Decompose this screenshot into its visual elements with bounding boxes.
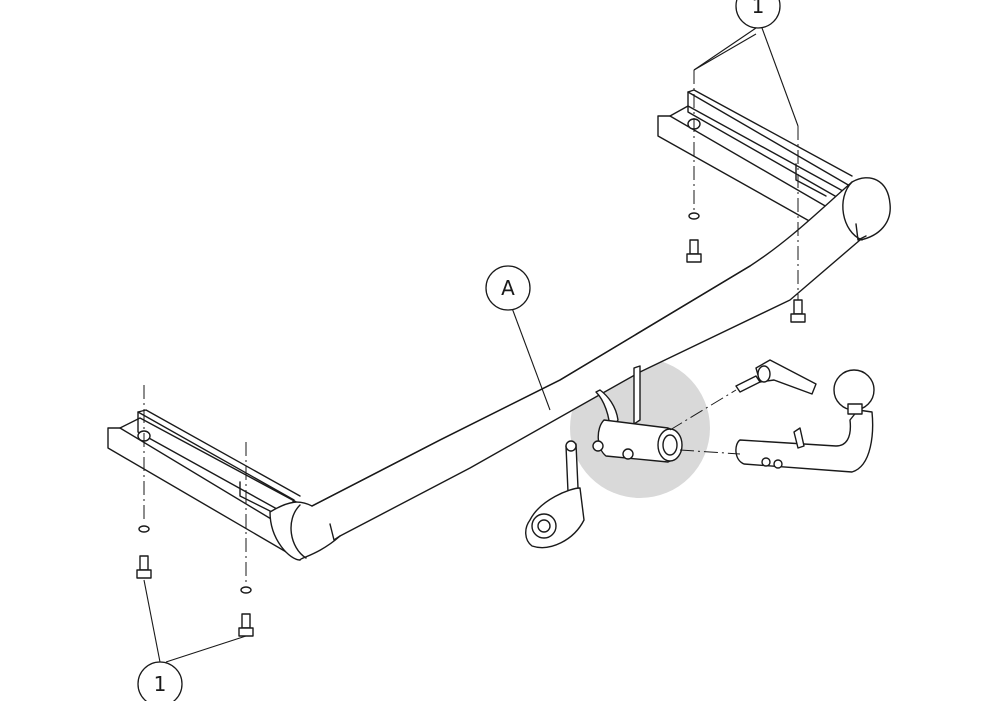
callout-label: 1 — [752, 0, 765, 18]
callout-fastener-bottom: 1 — [137, 661, 183, 701]
locking-pin-handle — [735, 359, 817, 395]
receiver-assembly — [565, 365, 683, 493]
callout-leaders — [143, 27, 799, 663]
crossbar-tube — [269, 177, 891, 561]
fastener-set-left — [136, 525, 254, 637]
left-mounting-bracket — [107, 409, 307, 561]
callout-label: A — [501, 276, 515, 300]
tow-ball-neck — [735, 369, 875, 473]
assembly-axis-lines — [143, 33, 799, 585]
callout-crossbar: A — [485, 265, 531, 311]
callout-fastener-top: 1 — [735, 0, 781, 29]
fastener-set-right — [686, 212, 806, 323]
socket-plate — [525, 487, 585, 549]
callout-label: 1 — [154, 672, 167, 696]
